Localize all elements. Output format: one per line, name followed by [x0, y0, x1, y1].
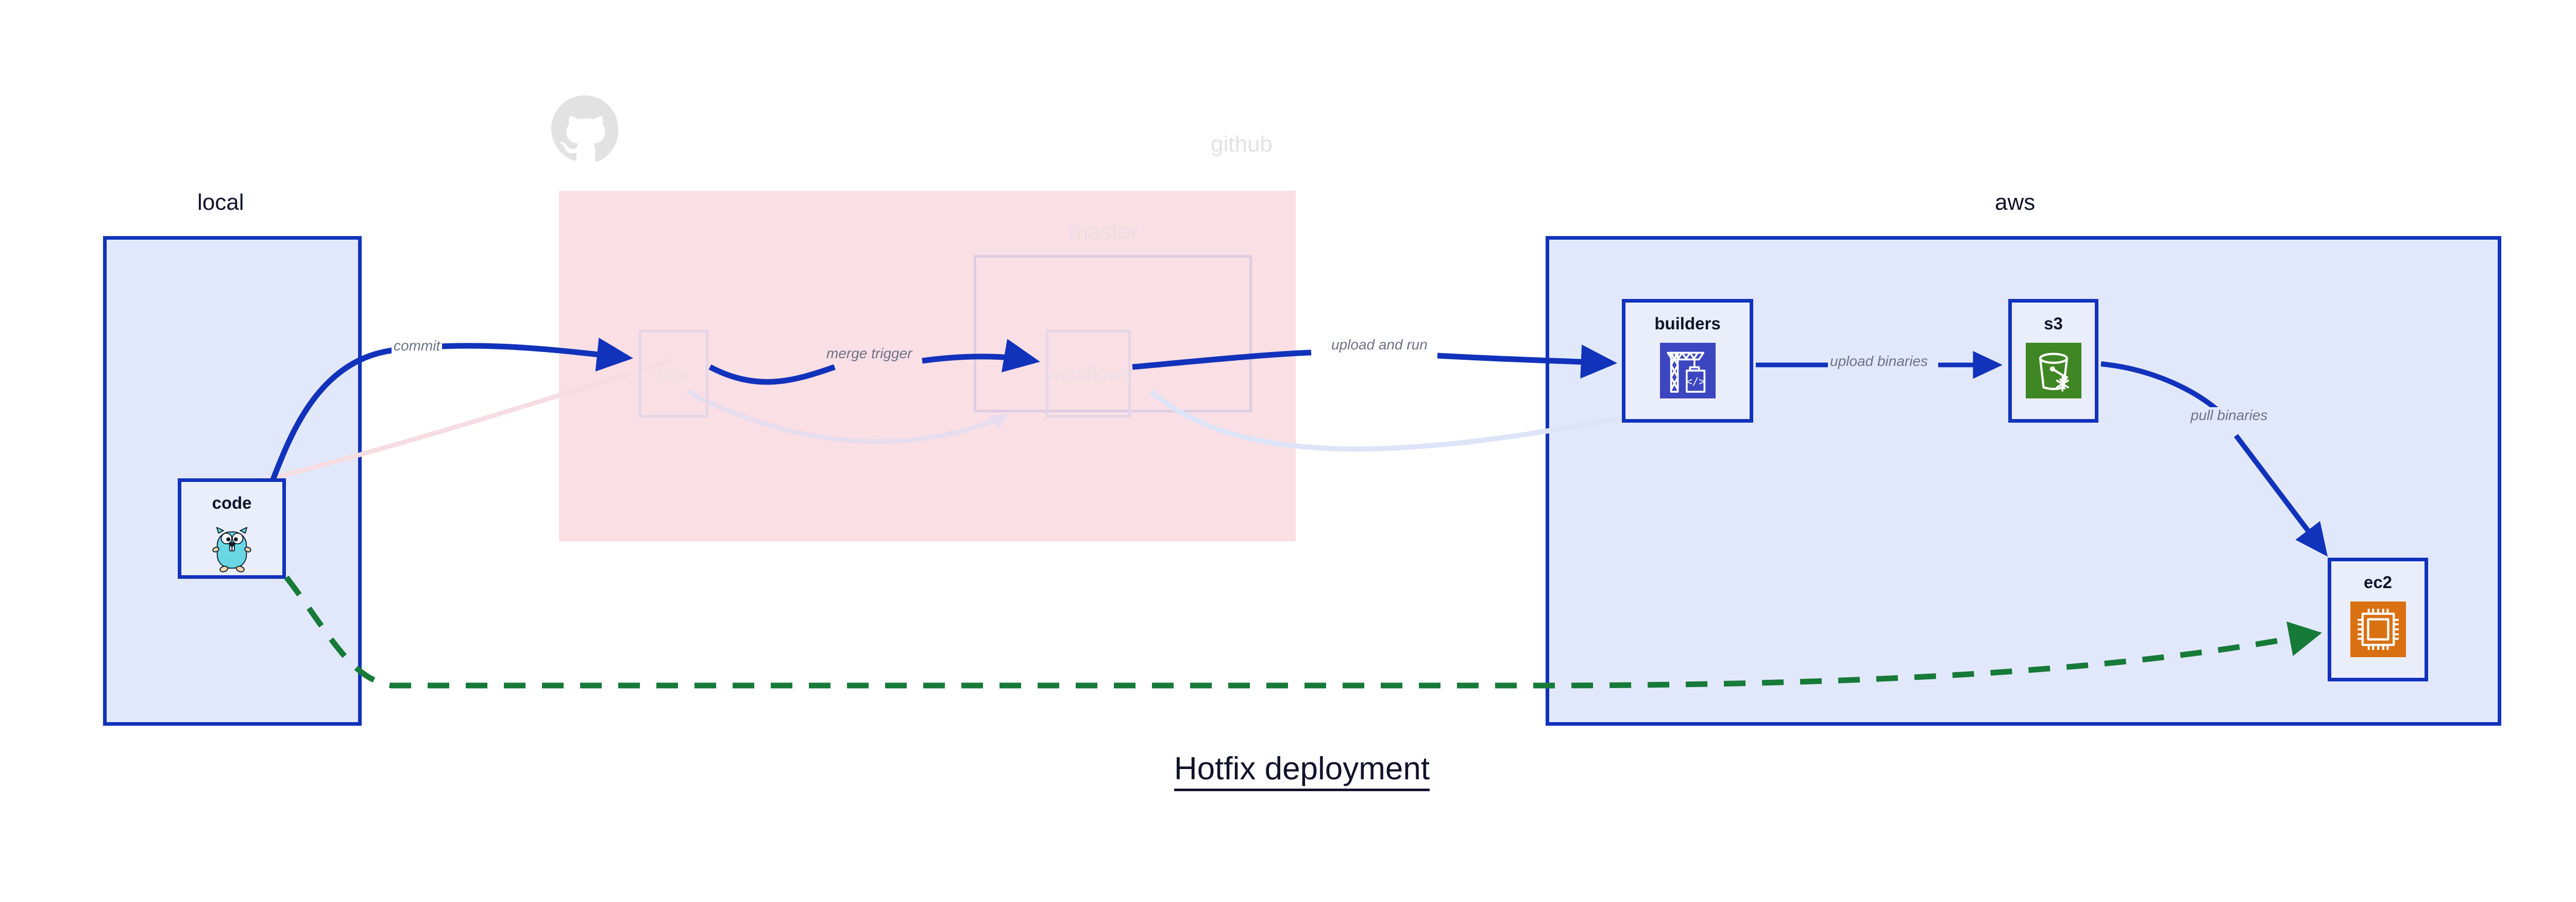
group-master	[974, 255, 1252, 412]
node-dev-label: dev	[659, 364, 688, 383]
node-s3-label: s3	[2044, 314, 2063, 333]
go-gopher-icon	[212, 527, 251, 573]
page-title: Hotfix deployment	[0, 750, 2576, 791]
page-title-text: Hotfix deployment	[1174, 751, 1430, 791]
edge-label-upload-and-run: upload and run	[1329, 337, 1430, 353]
node-builders[interactable]: builders </>	[1622, 299, 1753, 423]
node-s3[interactable]: s3	[2008, 299, 2098, 423]
node-workflows-label: workflows	[1046, 364, 1130, 383]
group-label-local: local	[197, 190, 244, 215]
edge-label-upload-binaries: upload binaries	[1828, 353, 1930, 370]
edge-label-commit: commit	[392, 338, 443, 354]
node-builders-label: builders	[1654, 314, 1721, 333]
svg-text:</>: </>	[1686, 375, 1705, 388]
edge-label-merge-trigger: merge trigger	[824, 345, 914, 362]
group-label-aws: aws	[1995, 190, 2036, 215]
node-code-label: code	[212, 493, 252, 512]
aws-ec2-icon	[2350, 602, 2406, 657]
group-label-github: github	[1211, 131, 1273, 157]
group-label-master: master	[1069, 219, 1139, 244]
node-code[interactable]: code	[178, 478, 286, 579]
aws-s3-glacier-icon	[2025, 343, 2081, 398]
edge-label-pull-binaries: pull binaries	[2189, 407, 2270, 424]
node-ec2[interactable]: ec2	[2328, 558, 2428, 681]
node-workflows[interactable]: workflows	[1046, 330, 1131, 417]
aws-codebuild-icon: </>	[1659, 343, 1716, 398]
node-dev[interactable]: dev	[639, 330, 708, 417]
github-octocat-icon	[551, 95, 618, 162]
node-ec2-label: ec2	[2363, 573, 2393, 592]
